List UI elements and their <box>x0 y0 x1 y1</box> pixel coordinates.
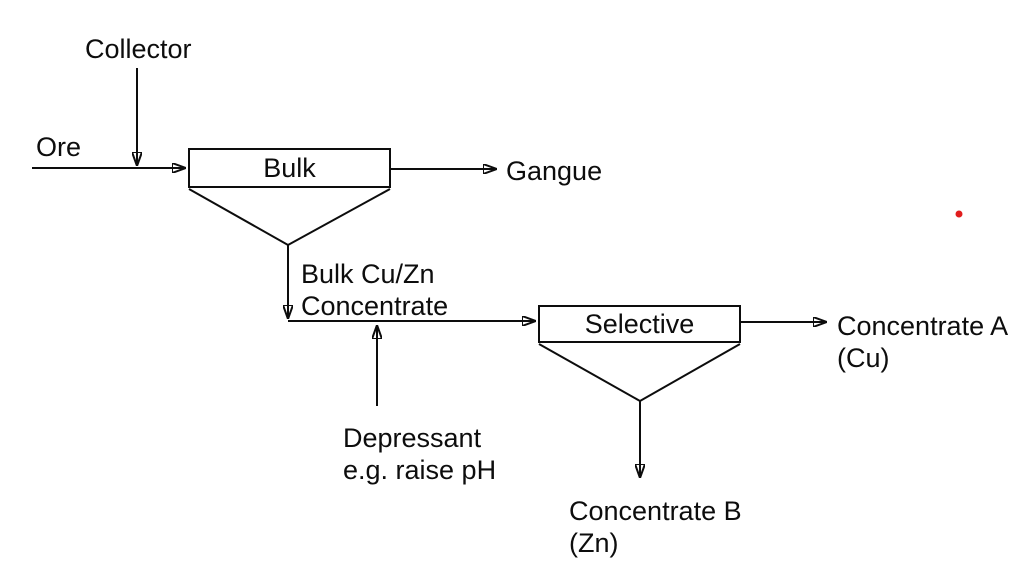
depressant-label-line2: e.g. raise pH <box>343 455 497 485</box>
bulk-cell-label: Bulk <box>263 152 316 183</box>
gangue-label: Gangue <box>506 156 603 186</box>
concentrate-a-label-line2: (Cu) <box>837 343 890 373</box>
concentrate-a-label: Concentrate A (Cu) <box>837 310 1008 374</box>
ore-label: Ore <box>36 132 82 162</box>
concentrate-b-label: Concentrate B (Zn) <box>569 495 742 559</box>
bulk-concentrate-label-line1: Bulk Cu/Zn <box>301 259 435 289</box>
bulk-cell-box: Bulk <box>188 148 391 188</box>
depressant-label: Depressant e.g. raise pH <box>343 422 496 486</box>
selective-cell-funnel <box>538 343 741 403</box>
bulk-concentrate-label: Bulk Cu/Zn Concentrate <box>301 258 448 322</box>
red-dot-marker <box>955 210 963 218</box>
concentrate-b-label-line2: (Zn) <box>569 528 619 558</box>
selective-cell-box: Selective <box>538 305 741 343</box>
bulk-concentrate-label-line2: Concentrate <box>301 291 449 321</box>
concentrate-b-label-line1: Concentrate B <box>569 496 742 526</box>
depressant-label-line1: Depressant <box>343 423 482 453</box>
bulk-cell-funnel <box>188 188 391 247</box>
selective-cell-label: Selective <box>584 308 695 339</box>
concentrate-a-label-line1: Concentrate A <box>837 311 1009 341</box>
collector-label: Collector <box>85 34 192 64</box>
